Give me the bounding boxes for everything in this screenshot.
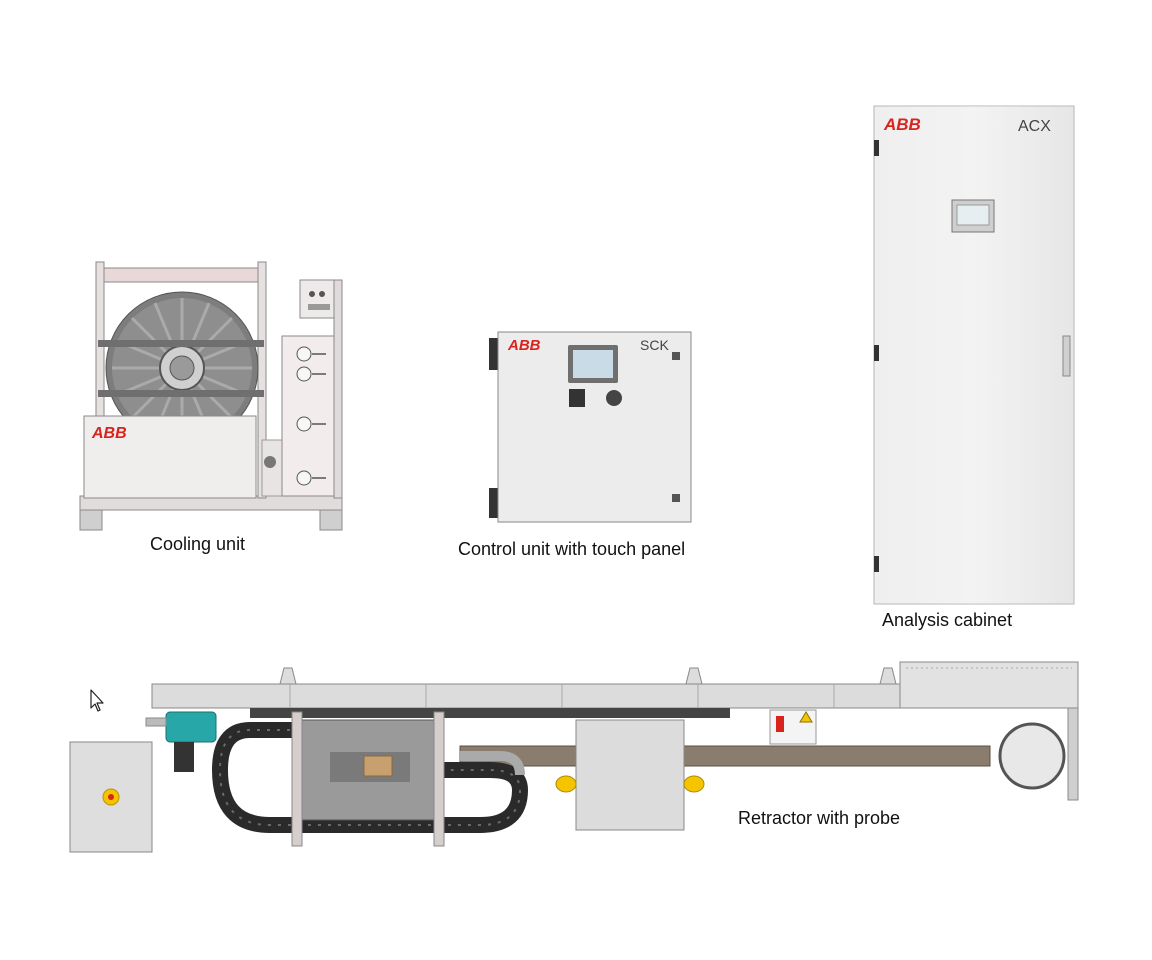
knob-icon [606,390,622,406]
retractor-label: Retractor with probe [738,808,901,828]
analysis-cabinet: ABB ACX [873,105,1075,605]
switch-icon [569,389,585,407]
display-icon [951,199,995,233]
touch-panel-icon [568,345,618,383]
arrow-cursor-icon [90,689,104,712]
model-label-sck: SCK [640,337,669,353]
abb-logo-cooling: ABB [91,425,127,442]
cooling-unit-label: Cooling unit [150,534,246,554]
carriage-box [575,719,685,831]
motor-icon [165,711,217,743]
control-unit: ABB SCK [489,331,692,523]
abb-logo-control: ABB [507,337,541,354]
probe-icon [459,745,991,767]
control-unit-label: Control unit with touch panel [458,539,686,559]
cooling-unit: ABB [79,261,343,531]
retractor [69,661,1079,853]
handle-icon [1062,335,1071,377]
warning-icon [799,711,813,723]
flange-icon [998,722,1066,790]
fan-icon [105,291,259,445]
abb-logo-cabinet: ABB [883,115,921,134]
analysis-cabinet-label: Analysis cabinet [882,610,1013,630]
model-label-acx: ACX [1018,118,1051,135]
